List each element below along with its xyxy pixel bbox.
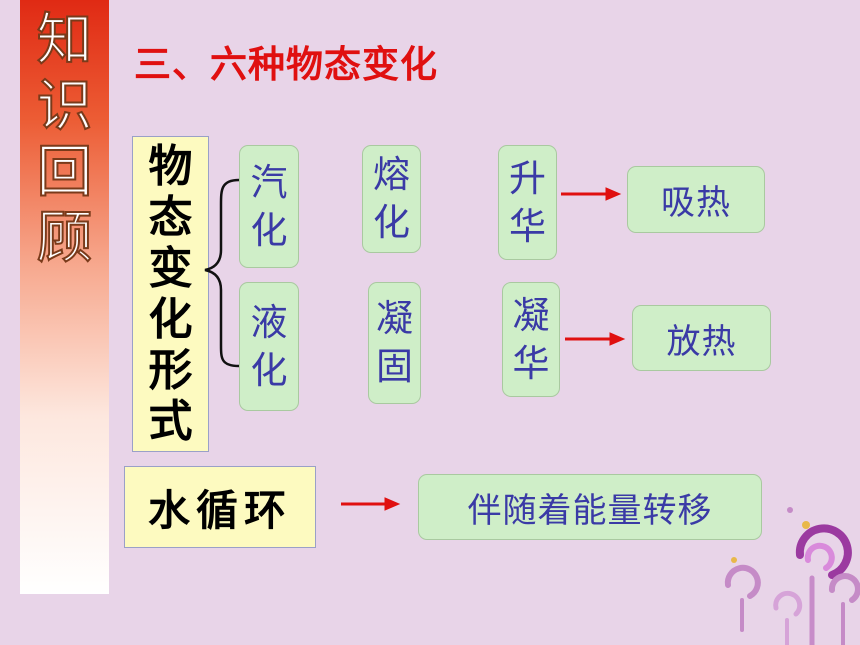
process-char: 华 [512, 341, 550, 385]
box-char: 式 [148, 396, 193, 447]
sidebar-char: 顾 [36, 205, 94, 272]
sidebar-char: 识 [36, 73, 94, 140]
dot-icon [787, 507, 793, 513]
process-char: 化 [373, 201, 410, 244]
sidebar-title: 知 识 回 顾 [20, 7, 109, 272]
dot-icon [802, 521, 810, 529]
box-char: 态 [148, 192, 193, 243]
arrow-water-cycle [341, 497, 401, 511]
arrow-release [565, 332, 626, 346]
box-char: 物 [148, 141, 193, 192]
box-char: 形 [148, 345, 193, 396]
process-char: 华 [509, 204, 546, 248]
process-char: 升 [509, 156, 546, 200]
process-box-ronghua: 熔 化 [362, 145, 421, 253]
arrow-absorb [561, 187, 622, 201]
sidebar-char: 知 [36, 7, 94, 74]
swirl-small-icon [773, 590, 803, 645]
sidebar-char: 回 [36, 139, 94, 206]
process-box-qihua: 汽 化 [239, 145, 299, 268]
box-char: 变 [148, 243, 193, 294]
heat-absorb-label: 吸热 [661, 183, 731, 223]
process-box-yehua: 液 化 [239, 282, 299, 411]
swirl-right-icon [828, 573, 860, 645]
swirl-medium-icon [724, 564, 761, 632]
page-title: 三、六种物态变化 [134, 43, 438, 86]
energy-transfer-box: 伴随着能量转移 [418, 474, 762, 540]
process-char: 固 [376, 345, 413, 388]
sidebar-banner: 知 识 回 顾 [20, 0, 109, 594]
process-box-shenghua: 升 华 [498, 145, 557, 260]
dot-icon [731, 557, 737, 563]
process-char: 化 [250, 208, 288, 252]
swirl-large-icon [795, 524, 852, 645]
state-change-forms-box: 物 态 变 化 形 式 [132, 136, 209, 452]
heat-absorb-box: 吸热 [627, 166, 765, 233]
brace-connector [204, 178, 240, 368]
process-char: 熔 [373, 153, 410, 196]
process-box-ninghua: 凝 华 [502, 282, 560, 397]
water-cycle-label: 水循环 [147, 485, 292, 535]
process-char: 凝 [512, 293, 550, 337]
water-cycle-box: 水循环 [124, 466, 316, 548]
process-char: 液 [250, 300, 288, 344]
process-char: 汽 [250, 160, 288, 204]
heat-release-box: 放热 [632, 305, 771, 371]
process-char: 凝 [376, 297, 413, 340]
process-char: 化 [250, 348, 288, 392]
box-char: 化 [148, 294, 193, 345]
process-box-ninggu: 凝 固 [368, 282, 421, 404]
heat-release-label: 放热 [666, 321, 737, 362]
energy-transfer-label: 伴随着能量转移 [467, 490, 713, 531]
